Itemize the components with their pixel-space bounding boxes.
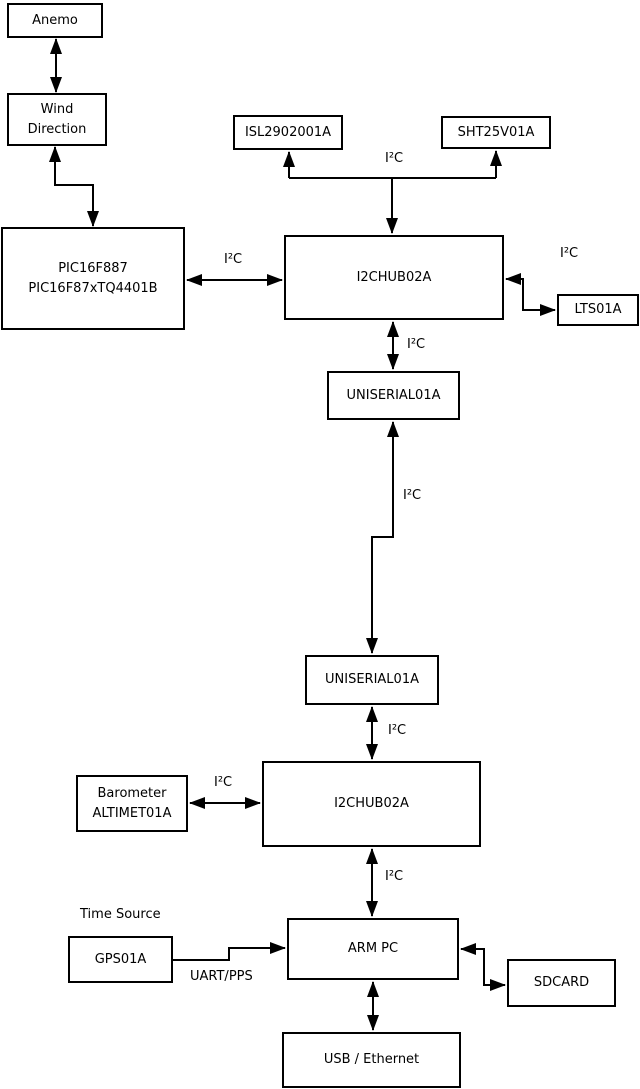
connector-gps-armpc: [173, 942, 286, 961]
edge-label-i2c-uniserial2-hub2: I²C: [388, 723, 407, 738]
edge-label-i2c-hub1-uniserial1: I²C: [407, 337, 426, 352]
node-i2c-hub-1-label: I2CHUB02A: [356, 269, 432, 285]
node-i2c-hub-2: I2CHUB02A: [262, 761, 481, 847]
node-usb-ethernet: USB / Ethernet: [282, 1032, 461, 1088]
node-i2c-hub-1: I2CHUB02A: [284, 235, 504, 320]
node-pic-label-line2: PIC16F87xTQ4401B: [28, 280, 158, 296]
node-sdcard-label: SDCARD: [533, 975, 590, 991]
edge-label-i2c-sensor-bus: I²C: [385, 151, 404, 166]
node-sht-sensor: SHT25V01A: [441, 116, 551, 149]
node-pic-microcontroller: PIC16F887 PIC16F87xTQ4401B: [1, 227, 185, 330]
label-time-source: Time Source: [80, 907, 161, 922]
node-isl-label: ISL2902001A: [244, 124, 332, 140]
node-arm-pc-label: ARM PC: [347, 941, 399, 957]
node-pic-label-line1: PIC16F887: [58, 261, 128, 276]
node-wind-direction: Wind Direction: [7, 93, 107, 146]
connector-winddirection-pic: [49, 146, 99, 227]
node-barometer-label-line1: Barometer: [97, 786, 167, 801]
node-sdcard: SDCARD: [507, 959, 616, 1007]
node-uniserial-2: UNISERIAL01A: [305, 655, 439, 705]
node-uniserial-1-label: UNISERIAL01A: [346, 387, 441, 403]
node-wind-direction-label-line2: Direction: [27, 121, 87, 137]
edge-label-i2c-hub2-armpc: I²C: [385, 869, 404, 884]
node-anemometer: Anemo: [7, 3, 103, 38]
node-lts-label: LTS01A: [574, 302, 622, 318]
connector-uniserial1-uniserial2: [366, 421, 399, 654]
edge-label-i2c-pic-hub1: I²C: [224, 252, 243, 267]
node-sht-label: SHT25V01A: [457, 124, 535, 140]
edge-label-uart-pps: UART/PPS: [190, 969, 253, 984]
node-barometer-label-line2: ALTIMET01A: [92, 805, 172, 821]
node-uniserial-1: UNISERIAL01A: [327, 371, 460, 420]
node-i2c-hub-2-label: I2CHUB02A: [334, 796, 409, 812]
edge-label-i2c-uniserial-link: I²C: [403, 488, 422, 503]
node-arm-pc: ARM PC: [287, 918, 459, 980]
node-barometer: Barometer ALTIMET01A: [76, 775, 188, 832]
connector-armpc-sdcard: [460, 943, 506, 991]
node-lts-sensor: LTS01A: [557, 294, 639, 326]
edge-label-i2c-hub1-lts: I²C: [560, 246, 579, 261]
node-wind-direction-label-line1: Wind: [40, 102, 74, 117]
node-anemometer-label: Anemo: [32, 12, 78, 28]
edge-label-i2c-barometer-hub2: I²C: [214, 775, 233, 790]
node-gps-label: GPS01A: [94, 951, 147, 967]
connector-hub1-lts: [505, 273, 556, 316]
node-usb-ethernet-label: USB / Ethernet: [323, 1052, 420, 1068]
node-uniserial-2-label: UNISERIAL01A: [325, 672, 419, 688]
node-isl-sensor: ISL2902001A: [233, 115, 343, 150]
node-gps: GPS01A: [68, 936, 173, 983]
